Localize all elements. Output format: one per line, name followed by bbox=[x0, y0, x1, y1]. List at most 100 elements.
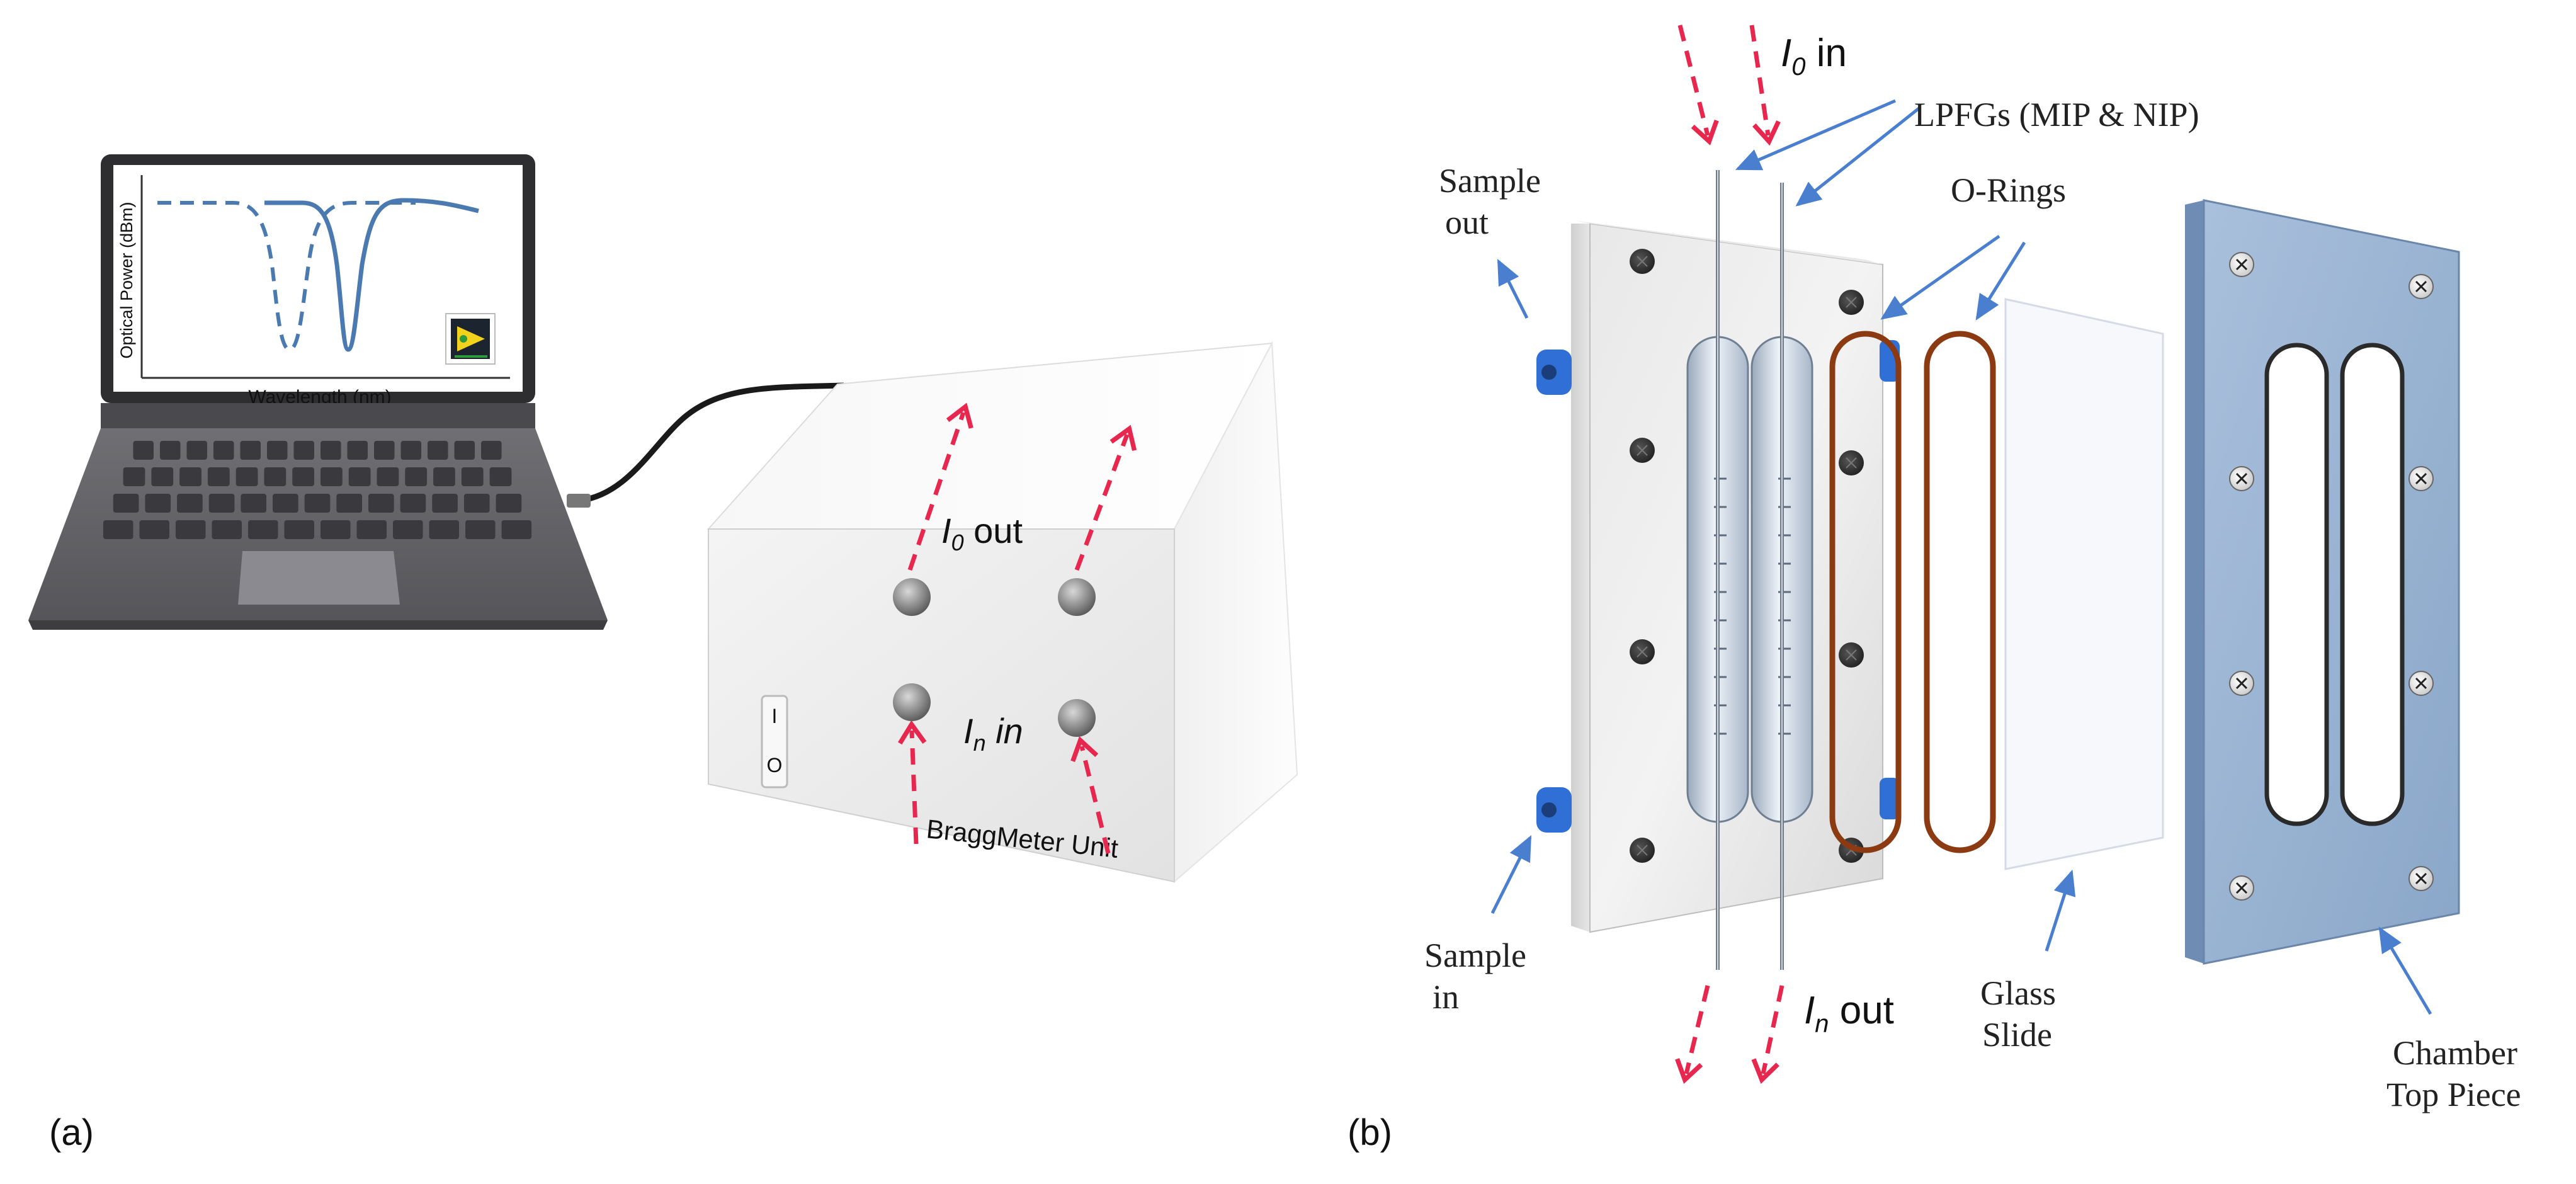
pointer-sample-out bbox=[1497, 258, 1529, 319]
keyboard-key bbox=[179, 467, 201, 486]
unit-i0-out-label: I0 out bbox=[941, 511, 1023, 555]
sample-out-connector bbox=[1536, 350, 1572, 395]
keyboard-key bbox=[465, 520, 496, 539]
braggmeter-unit: I O I0 out In in BraggMeter Unit bbox=[706, 341, 1298, 884]
keyboard-key bbox=[405, 467, 428, 486]
keyboard-key bbox=[151, 467, 174, 486]
port-i0-out-left bbox=[893, 578, 931, 616]
laptop: Optical Power (dBm) Wavelength (nm) bbox=[28, 154, 608, 630]
keyboard-key bbox=[177, 494, 203, 513]
oring-2 bbox=[1924, 331, 1996, 853]
chamber-window-2 bbox=[2340, 343, 2405, 826]
keyboard-key bbox=[496, 494, 522, 513]
arrow-light-in-1 bbox=[1677, 25, 1719, 145]
arrow-in-in-right bbox=[1070, 736, 1111, 854]
keyboard-key bbox=[266, 441, 288, 460]
keyboard-key bbox=[208, 494, 235, 513]
glass-slide-label: Glass Slide bbox=[1980, 974, 2065, 1054]
keyboard-key bbox=[400, 494, 426, 513]
port-in-in-left bbox=[893, 683, 931, 721]
keyboard-key bbox=[304, 494, 331, 513]
usb-cable bbox=[579, 382, 844, 504]
switch-off-mark: O bbox=[767, 754, 783, 777]
panel-a: Optical Power (dBm) Wavelength (nm) bbox=[28, 154, 1298, 1153]
lpfgs-label: LPFGs (MIP & NIP) bbox=[1914, 96, 2199, 134]
oring-1 bbox=[1829, 331, 1902, 853]
keyboard-key bbox=[348, 467, 371, 486]
keyboard-key bbox=[235, 467, 258, 486]
chamber-screws bbox=[2229, 252, 2434, 901]
arrow-i0-out-left bbox=[907, 402, 973, 571]
pointer-lpfg-2 bbox=[1795, 106, 1922, 207]
pointer-glass-slide bbox=[2045, 869, 2076, 952]
box-top bbox=[706, 342, 1273, 530]
keyboard-key bbox=[377, 467, 399, 486]
keyboard-key bbox=[347, 441, 368, 460]
keyboard-key bbox=[368, 494, 394, 513]
box-front bbox=[708, 528, 1175, 883]
panel-a-label: (a) bbox=[49, 1112, 94, 1153]
chamber-top-piece bbox=[2185, 199, 2460, 965]
keyboard-key bbox=[321, 520, 351, 539]
keyboard-key bbox=[393, 520, 423, 539]
side-connector-bottom bbox=[1880, 778, 1900, 819]
keyboard-key bbox=[293, 441, 314, 460]
keyboard-key bbox=[463, 494, 490, 513]
plot-y-axis-label: Optical Power (dBm) bbox=[117, 202, 136, 358]
keyboard-key bbox=[247, 520, 278, 539]
pointer-oring-1 bbox=[1880, 234, 2000, 320]
keyboard-key bbox=[264, 467, 287, 486]
keyboard-key bbox=[186, 441, 207, 460]
glass-slide bbox=[2004, 298, 2164, 870]
sample-in-label: Sample in bbox=[1424, 936, 1535, 1016]
chamber-face bbox=[2203, 199, 2460, 965]
unit-in-in-label: In in bbox=[963, 711, 1023, 756]
arrow-light-in-2 bbox=[1749, 25, 1781, 146]
sample-out-label: Sample out bbox=[1439, 162, 1549, 241]
keyboard-key bbox=[374, 441, 395, 460]
keyboard-key bbox=[321, 441, 341, 460]
keyboard-key bbox=[400, 441, 422, 460]
keyboard-key bbox=[145, 494, 171, 513]
pointer-sample-in bbox=[1490, 834, 1532, 914]
pointer-oring-2 bbox=[1975, 241, 2026, 321]
pointer-arrows bbox=[1490, 99, 2432, 1015]
spectrum-dashed bbox=[157, 201, 416, 352]
keyboard-key bbox=[481, 441, 502, 460]
keyboard-key bbox=[133, 441, 154, 460]
panel-b: I0 in In out LPFGs (MIP & NIP) O-Rings S… bbox=[1348, 25, 2526, 1153]
pointer-chamber bbox=[2378, 926, 2432, 1015]
keyboard-key bbox=[292, 467, 314, 486]
bottom-plate bbox=[1536, 170, 1900, 970]
keyboard-key bbox=[454, 441, 475, 460]
orings-label: O-Rings bbox=[1951, 171, 2066, 209]
panel-b-label: (b) bbox=[1348, 1112, 1392, 1153]
keyboard-key bbox=[321, 467, 343, 486]
keyboard-key bbox=[429, 520, 460, 539]
keyboard-key bbox=[175, 520, 206, 539]
keyboard-key bbox=[212, 520, 242, 539]
keyboard-key bbox=[159, 441, 181, 460]
light-in-label: I0 in bbox=[1781, 31, 1847, 81]
port-i0-out-right bbox=[1058, 578, 1096, 616]
keyboard-key bbox=[284, 520, 314, 539]
spectrum-solid bbox=[264, 198, 479, 352]
port-in-in-right bbox=[1058, 699, 1096, 737]
chamber-label: Chamber Top Piece bbox=[2386, 1034, 2526, 1113]
keyboard-key bbox=[433, 467, 455, 486]
keyboard-key bbox=[240, 441, 261, 460]
arrow-i0-out-right bbox=[1074, 424, 1137, 571]
keyboard-key bbox=[103, 520, 133, 539]
keyboard-key bbox=[356, 520, 387, 539]
keyboard-key bbox=[113, 494, 139, 513]
keyboard-key bbox=[432, 494, 458, 513]
keyboard-key bbox=[461, 467, 484, 486]
switch-on-mark: I bbox=[772, 705, 778, 727]
keyboard-key bbox=[428, 441, 448, 460]
keyboard-key bbox=[273, 494, 298, 513]
pointer-lpfg-1 bbox=[1735, 99, 1896, 171]
keyboard-key bbox=[336, 494, 362, 513]
arrow-in-in-left bbox=[898, 720, 927, 845]
arrow-light-out-1 bbox=[1675, 985, 1710, 1084]
